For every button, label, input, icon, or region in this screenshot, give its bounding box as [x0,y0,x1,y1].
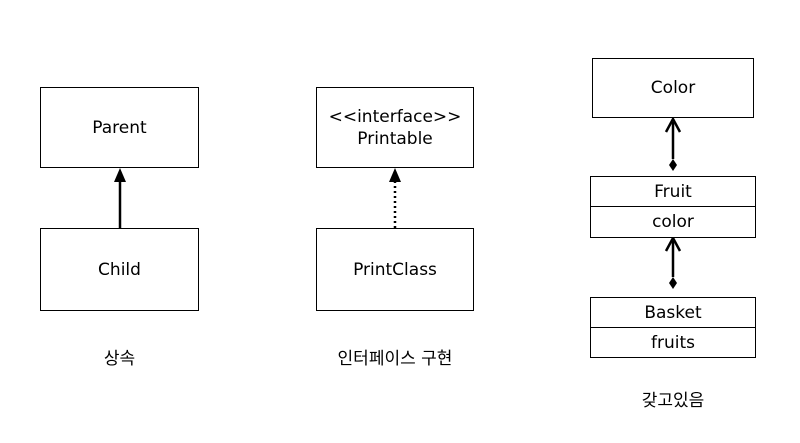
color-class-name: Color [650,78,696,98]
fruit-color-diamond [669,159,677,171]
color-class-box: Color [592,58,754,118]
fruit-class-name: Fruit [654,181,692,202]
basket-attribute-cell: fruits [590,327,756,358]
fruit-attribute-cell: color [590,206,756,238]
fruit-class-name-cell: Fruit [590,176,756,207]
child-class-name: Child [98,259,141,280]
realization-arrowhead [389,168,401,182]
child-class-box: Child [40,228,199,311]
printclass-name: PrintClass [353,259,437,280]
composition-caption: 갖고있음 [641,391,705,411]
basket-attribute: fruits [651,332,695,353]
parent-class-name: Parent [92,117,147,138]
basket-class-name: Basket [644,302,702,323]
parent-class-box: Parent [40,87,199,168]
inheritance-arrowhead [114,168,126,182]
fruit-color-arrowhead [664,116,682,133]
fruit-attribute: color [652,212,694,232]
basket-fruit-arrowhead [664,235,682,252]
implementation-caption: 인터페이스 구현 [337,349,453,369]
inheritance-caption: 상속 [103,349,136,369]
basket-fruit-diamond [669,277,677,289]
basket-class-name-cell: Basket [590,297,756,328]
printclass-box: PrintClass [316,228,474,311]
interface-name: Printable [357,128,433,149]
interface-stereotype: <<interface>> [328,106,462,127]
interface-box: <<interface>> Printable [316,87,474,168]
